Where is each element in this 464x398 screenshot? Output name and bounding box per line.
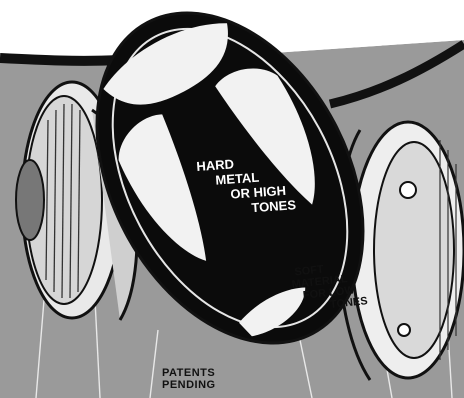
soft-material-label: SOFT MATERIAL FOR LOW TONES [290, 260, 368, 314]
patent-line-2: PENDING [162, 380, 216, 391]
hard-metal-line-4: TONES [251, 198, 296, 214]
hard-metal-label: HARD METAL OR HIGH TONES [196, 153, 296, 218]
headband-cord-left [0, 58, 118, 61]
patent-line-1: PATENTS [162, 368, 216, 379]
patent-notice: PATENTS PENDING [162, 368, 216, 391]
